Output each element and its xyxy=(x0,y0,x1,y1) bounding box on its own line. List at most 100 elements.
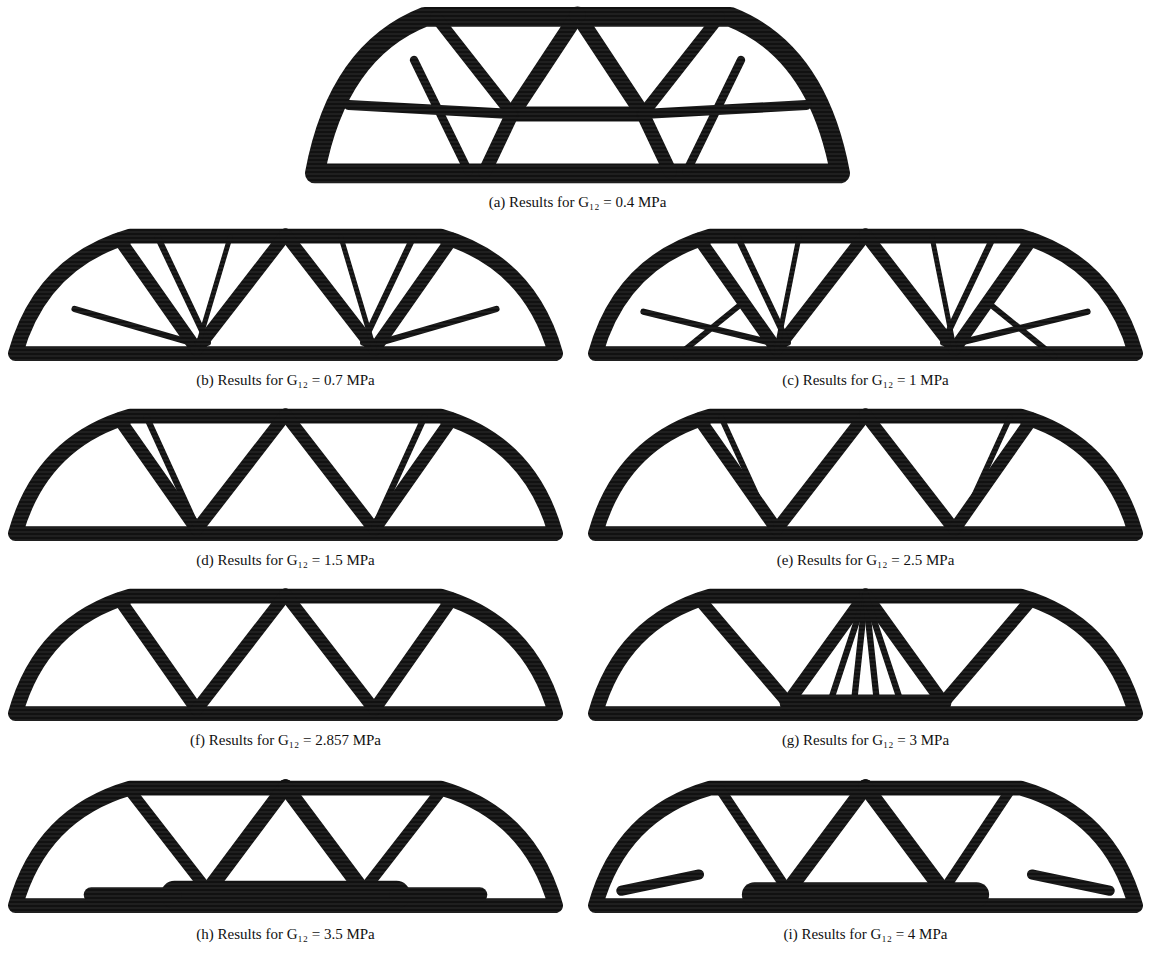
raster-texture xyxy=(8,264,563,265)
raster-texture xyxy=(588,808,1143,809)
raster-texture xyxy=(588,264,1143,265)
raster-texture xyxy=(8,260,563,261)
raster-texture xyxy=(305,82,850,83)
raster-texture xyxy=(8,816,563,817)
subfigure-caption: (h) Results for G₁₂ = 3.5 MPa xyxy=(193,926,378,942)
raster-texture xyxy=(588,844,1143,845)
raster-texture xyxy=(588,792,1143,793)
raster-texture xyxy=(8,672,563,673)
raster-texture xyxy=(8,824,563,825)
raster-texture xyxy=(8,872,563,873)
subfigure-caption-box: (b) Results for G₁₂ = 0.7 MPa xyxy=(8,372,563,389)
raster-texture xyxy=(8,332,563,333)
raster-texture xyxy=(588,352,1143,353)
raster-texture xyxy=(588,640,1143,641)
raster-texture xyxy=(305,122,850,123)
structure-member xyxy=(687,60,742,172)
structure-member xyxy=(119,599,197,710)
raster-texture xyxy=(588,908,1143,909)
raster-texture xyxy=(588,600,1143,601)
raster-texture xyxy=(8,512,563,513)
raster-texture xyxy=(8,348,563,349)
raster-texture xyxy=(588,244,1143,245)
raster-texture xyxy=(305,114,850,115)
structure-member xyxy=(788,595,866,703)
raster-texture xyxy=(8,304,563,305)
raster-texture xyxy=(8,720,563,721)
raster-texture xyxy=(8,800,563,801)
raster-texture xyxy=(8,592,563,593)
raster-texture xyxy=(8,692,563,693)
raster-texture xyxy=(305,146,850,147)
raster-texture xyxy=(8,888,563,889)
raster-texture xyxy=(588,900,1143,901)
raster-texture xyxy=(588,412,1143,413)
raster-texture xyxy=(588,424,1143,425)
raster-texture xyxy=(588,444,1143,445)
raster-texture xyxy=(305,98,850,99)
raster-texture xyxy=(8,600,563,601)
raster-texture xyxy=(588,648,1143,649)
raster-texture xyxy=(305,118,850,119)
raster-texture xyxy=(305,18,850,19)
raster-texture xyxy=(8,836,563,837)
structure-member xyxy=(866,595,899,696)
raster-texture xyxy=(588,828,1143,829)
subfigure-caption-box: (h) Results for G₁₂ = 3.5 MPa xyxy=(8,926,563,943)
raster-texture xyxy=(8,480,563,481)
raster-texture xyxy=(8,680,563,681)
raster-texture xyxy=(8,892,563,893)
raster-texture xyxy=(588,516,1143,517)
raster-texture xyxy=(305,134,850,135)
raster-texture xyxy=(588,428,1143,429)
raster-texture xyxy=(305,66,850,67)
raster-texture xyxy=(588,252,1143,253)
raster-texture xyxy=(305,182,850,183)
raster-texture xyxy=(588,692,1143,693)
raster-texture xyxy=(588,784,1143,785)
raster-texture xyxy=(8,620,563,621)
raster-texture xyxy=(8,852,563,853)
raster-texture xyxy=(8,792,563,793)
raster-texture xyxy=(588,300,1143,301)
raster-texture xyxy=(588,512,1143,513)
raster-texture xyxy=(305,74,850,75)
raster-texture xyxy=(588,296,1143,297)
raster-texture xyxy=(8,428,563,429)
raster-texture xyxy=(8,860,563,861)
raster-texture xyxy=(8,328,563,329)
raster-texture xyxy=(8,668,563,669)
topology-result xyxy=(8,232,563,360)
raster-texture xyxy=(588,712,1143,713)
structure-member xyxy=(341,237,374,349)
raster-texture xyxy=(305,54,850,55)
structure-member xyxy=(363,237,413,342)
raster-texture xyxy=(8,840,563,841)
raster-texture xyxy=(8,604,563,605)
structure-member xyxy=(436,17,512,114)
raster-texture xyxy=(305,158,850,159)
raster-texture xyxy=(305,102,850,103)
raster-texture xyxy=(305,142,850,143)
raster-texture xyxy=(588,480,1143,481)
subfigure-caption-box: (f) Results for G₁₂ = 2.857 MPa xyxy=(8,732,563,749)
raster-texture xyxy=(8,524,563,525)
raster-texture xyxy=(8,596,563,597)
raster-texture xyxy=(8,656,563,657)
structure-member xyxy=(286,787,364,891)
topology-result xyxy=(8,784,563,912)
raster-texture xyxy=(305,170,850,171)
raster-texture xyxy=(588,504,1143,505)
raster-texture xyxy=(588,892,1143,893)
raster-texture xyxy=(8,412,563,413)
raster-texture xyxy=(305,10,850,11)
raster-texture xyxy=(305,162,850,163)
structure-member xyxy=(854,595,865,699)
raster-texture xyxy=(588,868,1143,869)
raster-texture xyxy=(8,236,563,237)
subfigure-caption-box: (g) Results for G₁₂ = 3 MPa xyxy=(588,732,1143,749)
raster-texture xyxy=(588,664,1143,665)
raster-texture xyxy=(8,804,563,805)
raster-texture xyxy=(588,256,1143,257)
structure-member xyxy=(866,787,944,891)
